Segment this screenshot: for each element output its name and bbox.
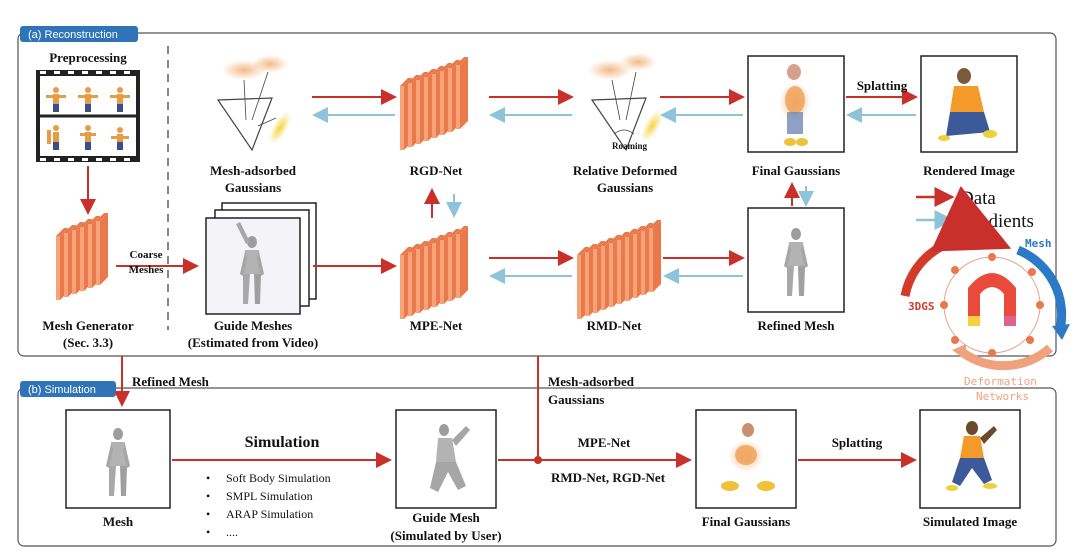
relative-line1: Relative Deformed <box>573 163 678 178</box>
guide-meshes-label: Guide Meshes <box>214 318 292 333</box>
junction-dot <box>534 456 542 464</box>
legend-data-label: Data <box>960 188 996 209</box>
simulation-tag <box>20 381 116 397</box>
splatting-label: Splatting <box>857 78 908 93</box>
mesh-adsorbed-line2: Gaussians <box>225 180 281 195</box>
simulation-list: • Soft Body Simulation • SMPL Simulation… <box>206 471 331 539</box>
relative-line2: Gaussians <box>597 180 653 195</box>
mesh-generator-block <box>56 213 108 300</box>
logo-mesh-label: Mesh <box>1025 237 1052 250</box>
reconstruction-tag <box>20 26 138 42</box>
logo-networks-label: Networks <box>976 390 1029 403</box>
mesh-generator-label: Mesh Generator <box>42 318 134 333</box>
logo-deformation-label: Deformation <box>964 375 1037 388</box>
simulation-item-1: SMPL Simulation <box>226 489 313 503</box>
legend-gradients-label: Gradients <box>960 211 1034 232</box>
simulated-human-icon <box>946 421 997 491</box>
sim-splatting-label: Splatting <box>832 435 883 450</box>
film-frame-icon <box>36 70 140 162</box>
rendered-human-icon <box>938 68 997 141</box>
framework-logo-icon <box>900 186 1070 371</box>
sim-mesh-label: Mesh <box>103 514 134 529</box>
simulation-item-2: ARAP Simulation <box>226 507 313 521</box>
logo-gs-label: 3DGS <box>908 300 935 313</box>
svg-text:•: • <box>206 525 210 539</box>
connector-mesh-adsorbed-line2: Gaussians <box>548 392 604 407</box>
simulation-item-3: .... <box>226 525 238 539</box>
roaming-label: Roaming <box>612 141 648 151</box>
svg-text:•: • <box>206 507 210 521</box>
gaussian-human-icon <box>779 64 811 146</box>
sim-final-gaussians-label: Final Gaussians <box>702 514 791 529</box>
relative-gaussian-icon <box>588 53 663 152</box>
mpe-net-block <box>400 226 468 319</box>
guide-mesh-sub: (Simulated by User) <box>390 528 501 543</box>
reconstruction-tag-label: (a) Reconstruction <box>28 29 118 41</box>
mpe-net-label: MPE-Net <box>410 318 463 333</box>
simulation-item-0: Soft Body Simulation <box>226 471 331 485</box>
guide-meshes-stack <box>205 202 317 315</box>
svg-text:•: • <box>206 489 210 503</box>
rendered-image-label: Rendered Image <box>923 163 1015 178</box>
guide-mesh-label: Guide Mesh <box>412 510 480 525</box>
gaussian-cloud-icon <box>216 55 291 152</box>
meshes-label: Meshes <box>129 264 165 276</box>
preprocessing-label: Preprocessing <box>49 50 127 65</box>
rgd-net-block <box>400 57 468 150</box>
coarse-label: Coarse <box>130 249 163 261</box>
simulation-title: Simulation <box>245 434 320 451</box>
sim-gaussian-human-icon <box>721 423 775 491</box>
rmd-net-block <box>577 220 661 319</box>
sim-mpe-net-label: MPE-Net <box>578 435 631 450</box>
connector-mesh-adsorbed-line1: Mesh-adsorbed <box>548 374 635 389</box>
simulated-image-label: Simulated Image <box>923 514 1017 529</box>
final-gaussians-label: Final Gaussians <box>752 163 841 178</box>
connector-refined-mesh-label: Refined Mesh <box>132 374 210 389</box>
simulation-tag-label: (b) Simulation <box>28 384 96 396</box>
rgd-net-label: RGD-Net <box>410 163 463 178</box>
mesh-generator-ref: (Sec. 3.3) <box>63 335 113 350</box>
mesh-adsorbed-line1: Mesh-adsorbed <box>210 163 297 178</box>
svg-text:•: • <box>206 471 210 485</box>
guide-meshes-sub: (Estimated from Video) <box>188 335 318 350</box>
kneeling-mesh-icon <box>430 424 470 492</box>
sim-rmd-rgd-label: RMD-Net, RGD-Net <box>551 470 666 485</box>
rmd-net-label: RMD-Net <box>587 318 643 333</box>
refined-mesh-label: Refined Mesh <box>758 318 836 333</box>
